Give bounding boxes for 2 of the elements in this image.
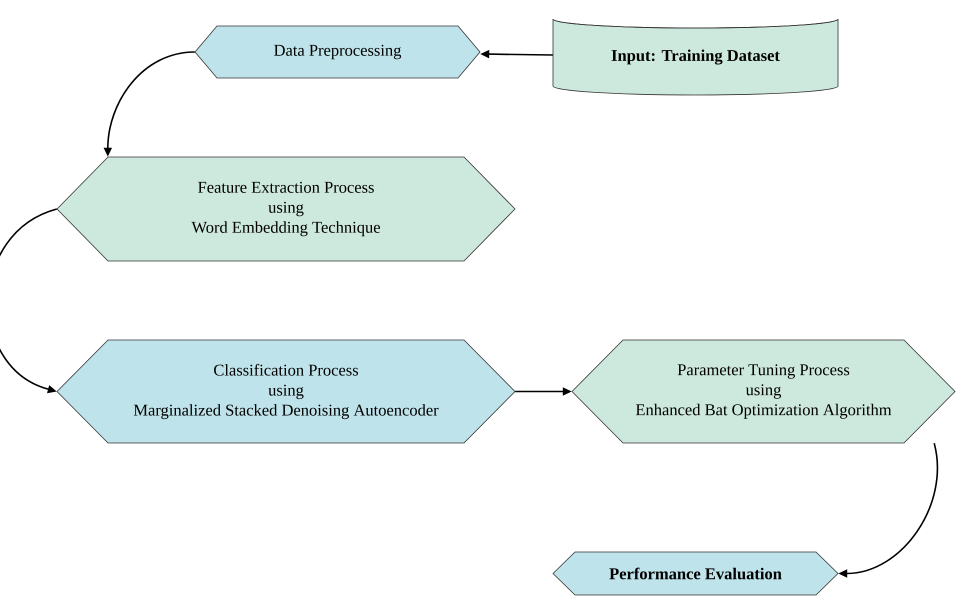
- arrow: [0, 208, 58, 394]
- database-cylinder: Input: Training Dataset: [552, 18, 838, 96]
